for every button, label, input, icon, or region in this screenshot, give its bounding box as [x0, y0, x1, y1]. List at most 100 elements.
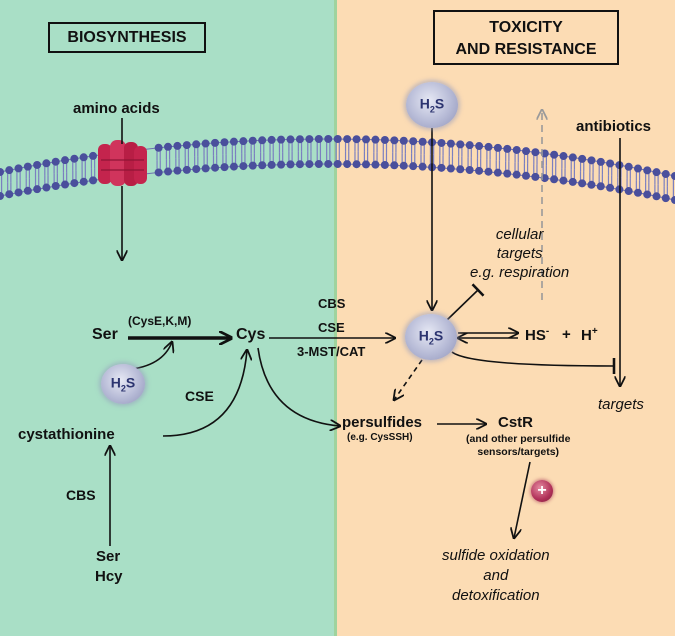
- lipid-head: [192, 140, 201, 149]
- lipid-head: [248, 161, 257, 170]
- lipid-head: [267, 135, 276, 144]
- lipid-head: [61, 180, 70, 189]
- lipid-head: [596, 157, 605, 166]
- lipid-head: [51, 157, 60, 166]
- lipid-head: [33, 160, 42, 169]
- persulfides-label: persulfides: [342, 414, 423, 431]
- lipid-head: [305, 135, 314, 144]
- lipid-head: [399, 136, 408, 145]
- cystathionine-label: cystathionine: [18, 426, 115, 443]
- h2s-extracellular-molecule: H2S: [406, 82, 458, 128]
- h2s-biosynthesis-molecule: H2S: [101, 364, 145, 404]
- lipid-head: [173, 141, 182, 150]
- lipid-head: [606, 159, 615, 168]
- lipid-head: [606, 183, 615, 192]
- lipid-head: [512, 145, 521, 154]
- panel-divider: [334, 0, 337, 636]
- lipid-head: [475, 142, 484, 151]
- lipid-head: [333, 160, 342, 169]
- lipid-head: [362, 135, 371, 144]
- lipid-head: [446, 164, 455, 173]
- lipid-head: [277, 135, 286, 144]
- lipid-head: [23, 186, 32, 195]
- lipid-head: [390, 161, 399, 170]
- lipid-head: [14, 188, 23, 197]
- lipid-head: [484, 167, 493, 176]
- lipid-head: [42, 183, 51, 192]
- lipid-head: [79, 153, 88, 162]
- cellular-targets-label: cellular targets e.g. respiration: [470, 226, 570, 281]
- toxicity-panel: [336, 0, 675, 636]
- lipid-head: [352, 135, 361, 144]
- lipid-head: [531, 172, 540, 181]
- lipid-head: [503, 169, 512, 178]
- lipid-head: [671, 172, 675, 180]
- lipid-head: [201, 164, 210, 173]
- lipid-head: [578, 179, 587, 188]
- lipid-head: [154, 168, 163, 177]
- lipid-head: [380, 160, 389, 169]
- lipid-head: [23, 162, 32, 171]
- amino-acid-channel: [98, 140, 147, 186]
- lipid-head: [465, 141, 474, 150]
- lipid-head: [0, 192, 4, 200]
- lipid-head: [248, 136, 257, 145]
- lipid-head: [503, 144, 512, 153]
- lipid-head: [5, 166, 14, 175]
- lipid-head: [314, 134, 323, 143]
- lipid-head: [475, 166, 484, 175]
- targets-label: targets: [598, 396, 644, 413]
- lipid-head: [211, 163, 220, 172]
- h2s-intracellular-molecule: H2S: [405, 314, 457, 360]
- lipid-head: [305, 160, 314, 169]
- lipid-head: [324, 159, 333, 168]
- cbs-top-label: CBS: [318, 296, 346, 311]
- lipid-head: [267, 160, 276, 169]
- persulfides-example-label: (e.g. CysSSH): [347, 432, 413, 443]
- lipid-head: [239, 162, 248, 171]
- lipid-head: [343, 135, 352, 144]
- lipid-head: [182, 165, 191, 174]
- lipid-head: [362, 160, 371, 169]
- lipid-head: [51, 182, 60, 191]
- lipid-head: [61, 156, 70, 165]
- lipid-head: [521, 171, 530, 180]
- lipid-head: [559, 152, 568, 161]
- lipid-head: [173, 166, 182, 175]
- lipid-head: [456, 165, 465, 174]
- lipid-head: [229, 137, 238, 146]
- lipid-head: [14, 164, 23, 173]
- lipid-head: [559, 176, 568, 185]
- positive-charge-icon: +: [531, 480, 553, 502]
- lipid-head: [550, 150, 559, 159]
- lipid-head: [258, 161, 267, 170]
- cbs-bottom-label: CBS: [66, 487, 96, 503]
- sulfide-oxidation-label: sulfide oxidation and detoxification: [442, 547, 550, 604]
- lipid-head: [371, 135, 380, 144]
- lipid-head: [343, 160, 352, 169]
- amino-acids-label: amino acids: [73, 100, 160, 117]
- lipid-head: [33, 185, 42, 194]
- lipid-head: [239, 137, 248, 146]
- lipid-head: [5, 190, 14, 199]
- cyse-enzymes-label: (CysE,K,M): [128, 314, 192, 328]
- lipid-head: [643, 166, 652, 175]
- lipid-head: [493, 168, 502, 177]
- lipid-head: [182, 141, 191, 150]
- cse-top-label: CSE: [318, 320, 345, 335]
- lipid-head: [437, 163, 446, 172]
- lipid-head: [229, 162, 238, 171]
- lipid-head: [661, 194, 670, 203]
- lipid-head: [0, 168, 4, 176]
- lipid-head: [220, 138, 229, 147]
- lipid-head: [42, 159, 51, 168]
- lipid-head: [587, 180, 596, 189]
- lipid-head: [409, 137, 418, 146]
- lipid-head: [568, 153, 577, 162]
- toxicity-resistance-title: TOXICITY AND RESISTANCE: [433, 10, 619, 65]
- lipid-head: [512, 170, 521, 179]
- lipid-head: [418, 162, 427, 171]
- h-plus-label: H+: [581, 326, 598, 344]
